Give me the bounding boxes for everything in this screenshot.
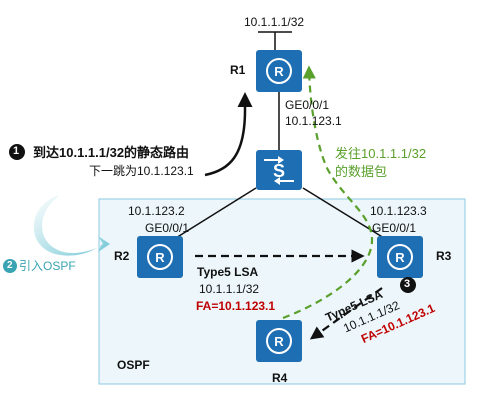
r1-ip-label: 10.1.123.1: [285, 114, 342, 128]
svg-text:R: R: [274, 334, 284, 349]
lsa1-title: Type5 LSA: [197, 265, 259, 279]
router-r4[interactable]: R: [256, 320, 302, 362]
step1-text: 到达10.1.1.1/32的静态路由: [33, 145, 190, 160]
router-label-r4: R4: [272, 371, 288, 385]
switch[interactable]: S: [256, 150, 302, 190]
step2-badge: [3, 259, 17, 273]
step1-number: 1: [13, 145, 20, 157]
step3-number: 3: [404, 278, 411, 290]
data-packet-label-line1: 发往10.1.1.1/32: [335, 146, 427, 161]
router-label-r1: R1: [230, 63, 246, 77]
r3-interface-label: GE0/0/1: [372, 221, 417, 235]
lsa1-prefix: 10.1.1.1/32: [199, 282, 260, 296]
router-r1[interactable]: R: [256, 50, 302, 92]
step1-badge: [9, 144, 25, 160]
step1-nexthop: 下一跳为10.1.123.1: [89, 164, 194, 178]
router-r3[interactable]: R: [377, 236, 423, 278]
step2-text: 引入OSPF: [19, 259, 76, 273]
router-label-r3: R3: [436, 249, 452, 263]
r2-interface-label: GE0/0/1: [145, 221, 190, 235]
r2-ip-label: 10.1.123.2: [128, 204, 185, 218]
svg-text:R: R: [395, 250, 405, 265]
r3-ip-label: 10.1.123.3: [370, 204, 427, 218]
step3-badge: [400, 277, 416, 293]
lsa-arrow-r3-r4: [309, 287, 383, 340]
top-prefix-label: 10.1.1.1/32: [244, 15, 305, 29]
r1-interface-label: GE0/0/1: [285, 98, 330, 112]
svg-text:R: R: [274, 64, 284, 79]
router-label-r2: R2: [114, 249, 130, 263]
ospf-area-label: OSPF: [117, 358, 150, 372]
data-path-arrow: [282, 65, 374, 320]
data-packet-label-line2: 的数据包: [335, 164, 388, 179]
svg-text:S: S: [273, 161, 285, 181]
step2-number: 2: [7, 260, 13, 271]
router-r2[interactable]: R: [137, 236, 183, 278]
svg-text:R: R: [155, 250, 165, 265]
lsa1-fa: FA=10.1.123.1: [196, 299, 276, 313]
static-route-arrow: [204, 92, 253, 177]
